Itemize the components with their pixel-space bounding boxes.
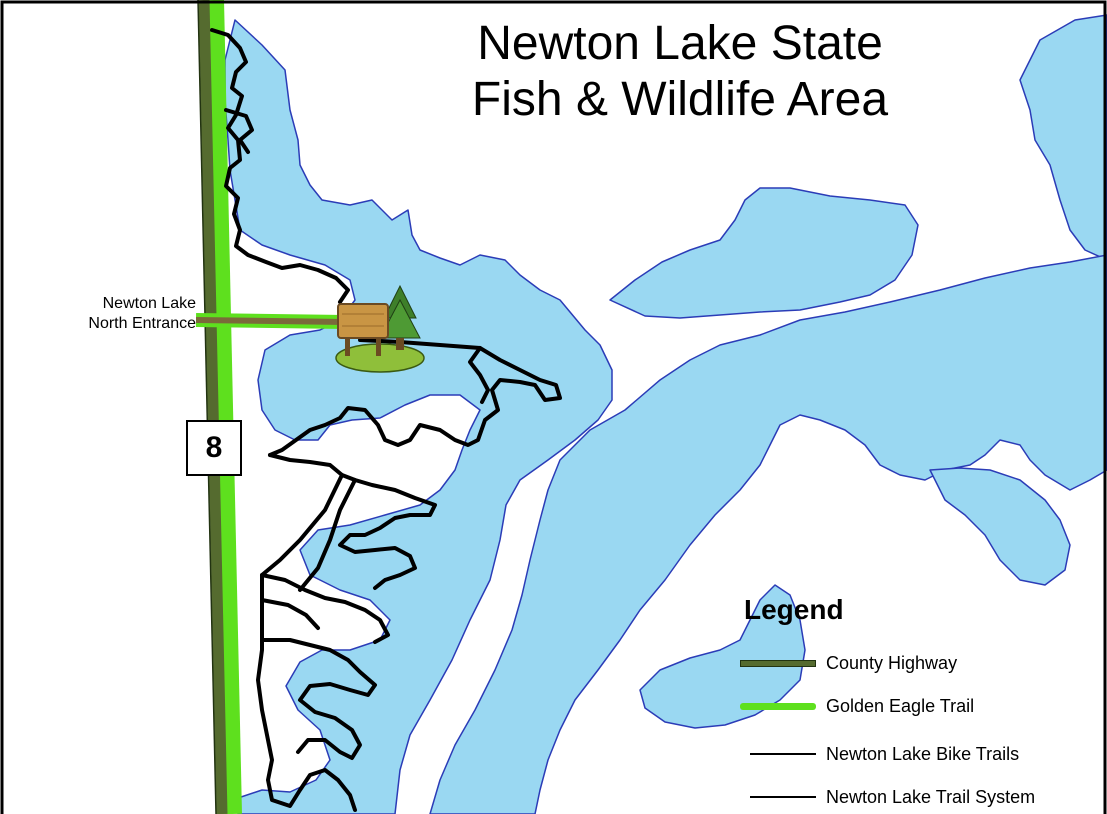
trail-south-loop bbox=[256, 623, 357, 812]
legend-label-trail-system: Newton Lake Trail System bbox=[826, 786, 1036, 807]
legend-swatch-trail-system bbox=[750, 796, 816, 798]
legend-swatch-bike-trails bbox=[750, 753, 816, 755]
map-title: Newton Lake State Fish & Wildlife Area bbox=[380, 16, 980, 128]
trail-west-shore-2 bbox=[224, 108, 254, 154]
entrance-label-line1: Newton Lake bbox=[102, 295, 196, 312]
trail-connector bbox=[260, 598, 320, 630]
lake-east-inlet bbox=[929, 467, 1071, 586]
trail-peninsula-loop bbox=[268, 338, 562, 457]
map-title-line2: Fish & Wildlife Area bbox=[471, 73, 889, 126]
trail-south-fingers bbox=[260, 638, 377, 760]
legend-label-golden-eagle-trail: Golden Eagle Trail bbox=[826, 695, 975, 716]
trailhead-icon bbox=[335, 284, 425, 373]
legend-title: Legend bbox=[744, 594, 844, 625]
lake-west-arm bbox=[224, 19, 613, 814]
trail-west-shore bbox=[210, 28, 350, 304]
lake-water bbox=[224, 14, 1107, 814]
lake-northeast-bay bbox=[1019, 14, 1107, 261]
golden-eagle-trail-north bbox=[204, 0, 242, 814]
trail-peninsula-inner bbox=[468, 346, 490, 404]
legend-item-trail-system: Newton Lake Trail System bbox=[740, 785, 1035, 809]
legend-item-bike-trails: Newton Lake Bike Trails bbox=[740, 742, 1019, 766]
county-highway-line bbox=[198, 0, 228, 814]
north-entrance-label: Newton Lake North Entrance bbox=[20, 294, 196, 334]
legend-item-county-highway: County Highway bbox=[740, 651, 957, 675]
county-highway-8 bbox=[197, 0, 242, 814]
legend-swatch-golden-eagle-trail bbox=[740, 702, 816, 710]
legend-label-county-highway: County Highway bbox=[826, 652, 958, 673]
trail-south-inner bbox=[260, 573, 390, 644]
pine-tree-icon bbox=[379, 284, 421, 350]
legend-item-golden-eagle-trail: Golden Eagle Trail bbox=[740, 694, 974, 718]
entrance-road-line bbox=[195, 317, 346, 325]
legend-swatch-county-highway bbox=[740, 659, 816, 667]
lake-east-arm bbox=[429, 254, 1107, 814]
map-title-line1: Newton Lake State bbox=[477, 17, 883, 70]
trailhead-sign-icon bbox=[337, 303, 389, 356]
trail-diagonal-2 bbox=[298, 478, 357, 592]
newton-lake-trail-system bbox=[210, 28, 562, 812]
county-highway-edge bbox=[197, 0, 217, 814]
lake-central-bay bbox=[609, 187, 919, 319]
route-shield: 8 bbox=[186, 420, 242, 476]
lake-southeast-bay bbox=[639, 584, 806, 729]
legend-label-bike-trails: Newton Lake Bike Trails bbox=[826, 743, 1020, 764]
entrance-road bbox=[195, 313, 346, 329]
entrance-label-line2: North Entrance bbox=[88, 315, 196, 332]
